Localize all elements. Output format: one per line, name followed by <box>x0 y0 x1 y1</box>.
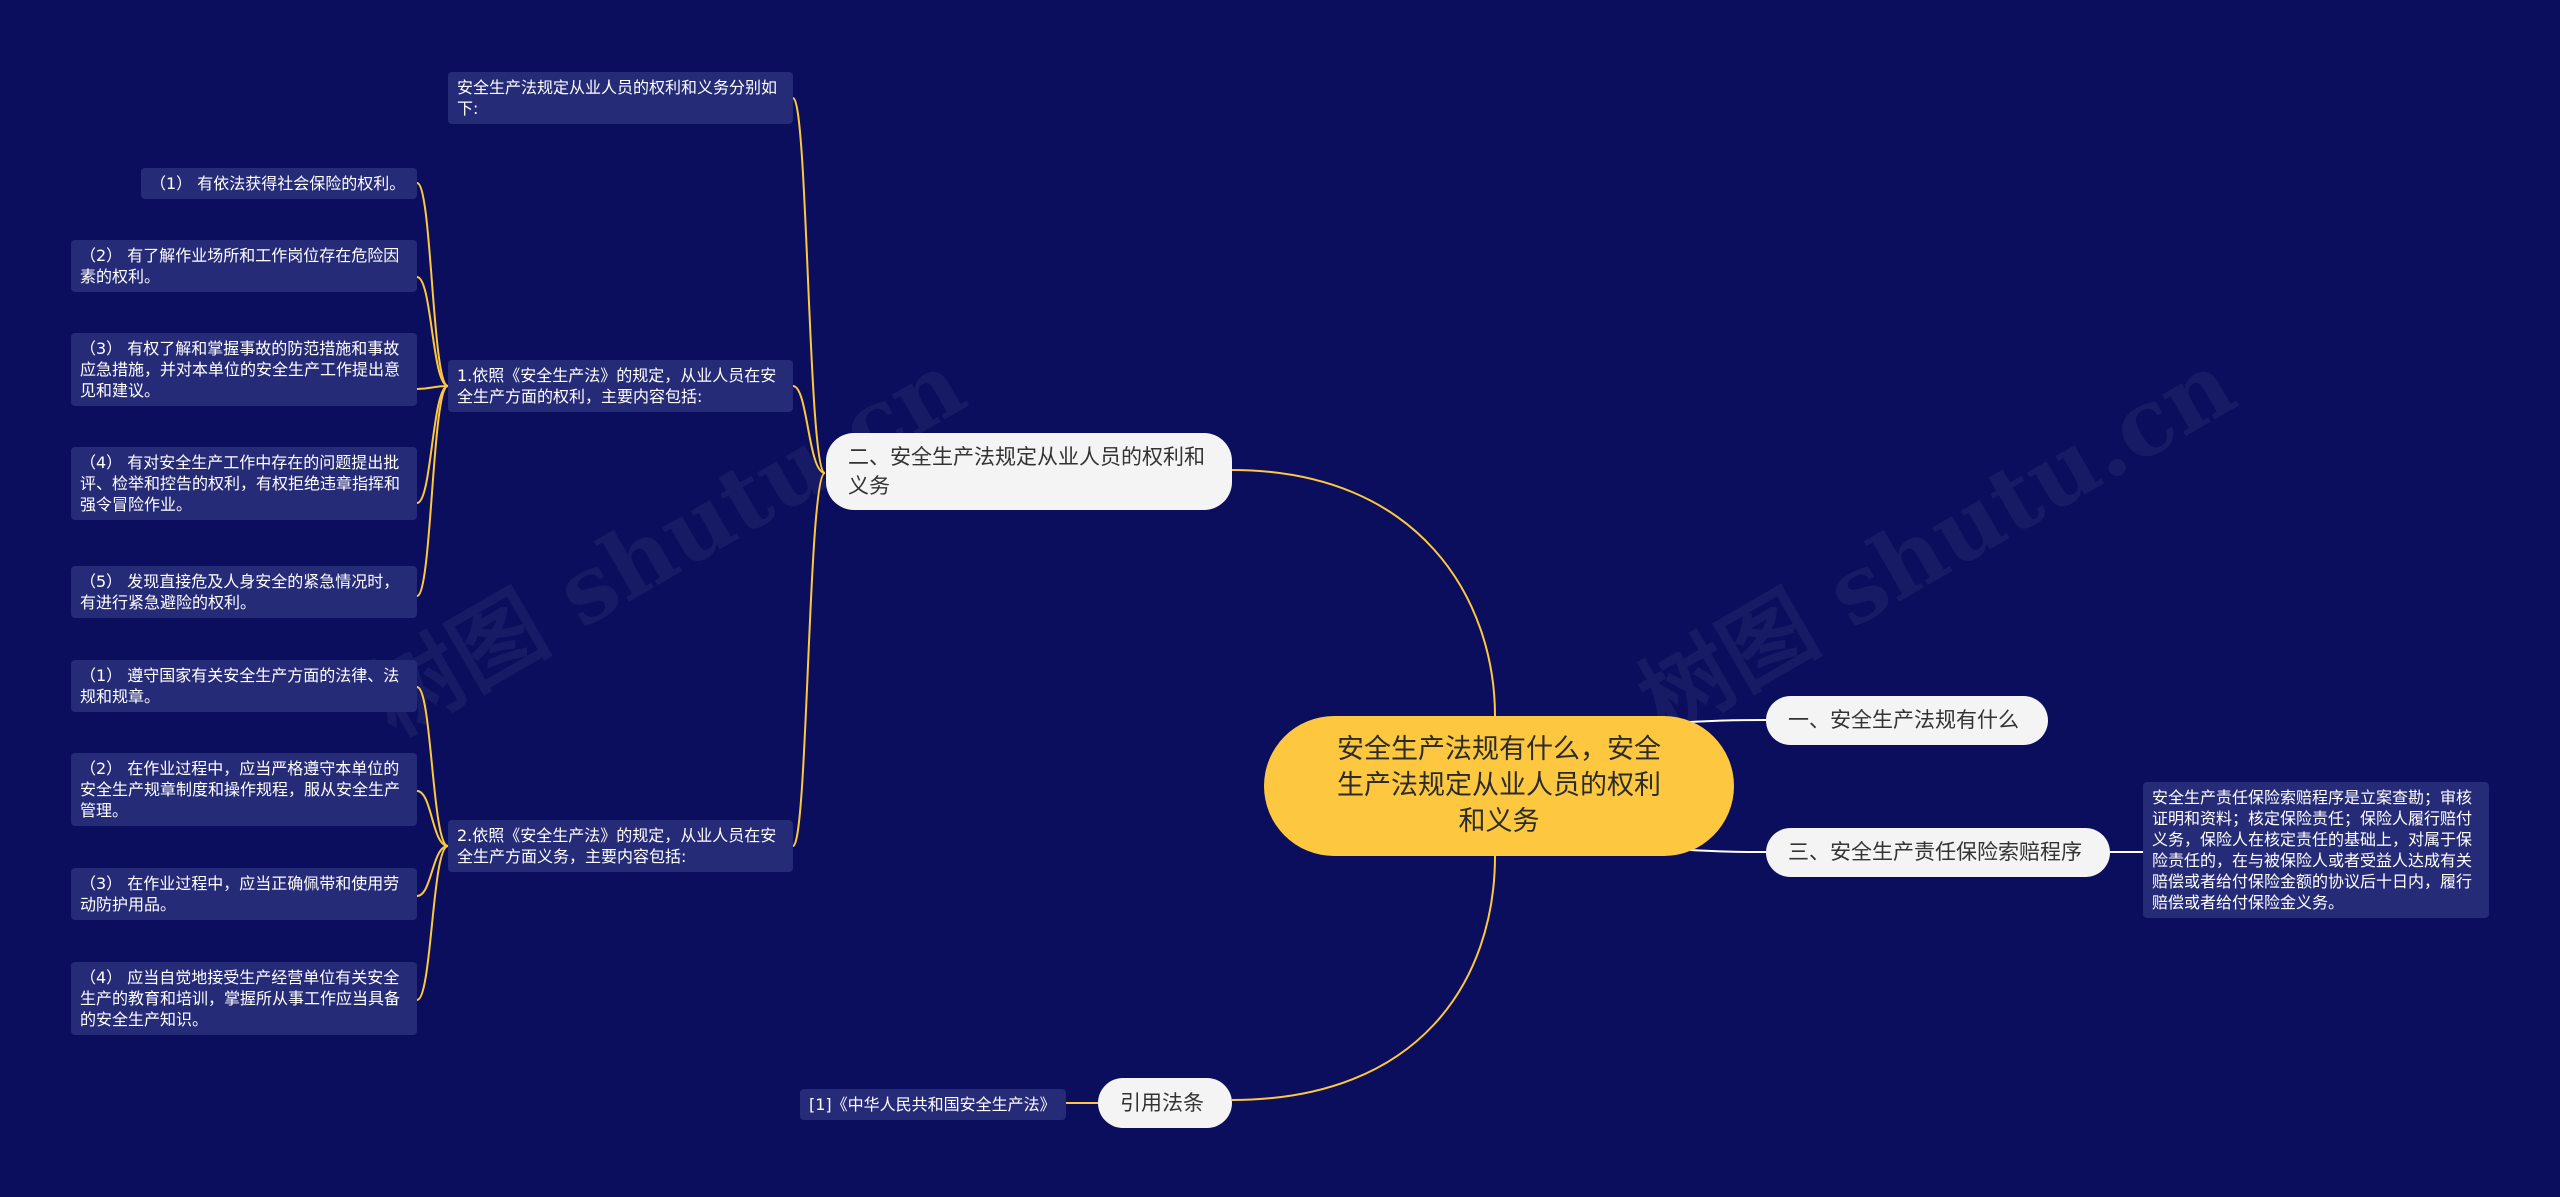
link-duties-1 <box>416 686 449 847</box>
leaf-right-2[interactable]: （2） 有了解作业场所和工作岗位存在危险因素的权利。 <box>71 240 417 292</box>
link-root-b1 <box>1689 719 1767 723</box>
leaf-right-1[interactable]: （1） 有依法获得社会保险的权利。 <box>141 168 417 199</box>
link-b2-intro <box>792 97 826 474</box>
branch-rights-duties-text: 二、安全生产法规定从业人员的权利和义务 <box>848 444 1205 498</box>
link-b2-rights <box>792 385 826 474</box>
link-rights-3 <box>416 385 449 390</box>
root-topic-text: 安全生产法规有什么，安全生产法规定从业人员的权利和义务 <box>1337 734 1661 837</box>
link-duties-2 <box>416 790 449 847</box>
link-root-b2 <box>1231 469 1496 717</box>
root-topic[interactable]: 安全生产法规有什么，安全生产法规定从业人员的权利和义务 <box>1264 716 1734 856</box>
link-rights-2 <box>416 276 449 387</box>
link-rights-1 <box>416 182 449 387</box>
leaf-reference-law[interactable]: [1]《中华人民共和国安全生产法》 <box>800 1089 1066 1120</box>
link-root-b3 <box>1689 849 1767 853</box>
link-rights-4 <box>416 385 449 504</box>
leaf-right-4[interactable]: （4） 有对安全生产工作中存在的问题提出批评、检举和控告的权利，有权拒绝违章指挥… <box>71 447 417 520</box>
leaf-duty-4[interactable]: （4） 应当自觉地接受生产经营单位有关安全生产的教育和培训，掌握所从事工作应当具… <box>71 962 417 1035</box>
branch-claims-procedure[interactable]: 三、安全生产责任保险索赔程序 <box>1766 828 2110 877</box>
leaf-rights-heading[interactable]: 1.依照《安全生产法》的规定，从业人员在安全生产方面的权利，主要内容包括: <box>448 360 793 412</box>
branch-regulations[interactable]: 一、安全生产法规有什么 <box>1766 696 2048 745</box>
leaf-duty-1[interactable]: （1） 遵守国家有关安全生产方面的法律、法规和规章。 <box>71 660 417 712</box>
leaf-duty-3[interactable]: （3） 在作业过程中，应当正确佩带和使用劳动防护用品。 <box>71 868 417 920</box>
link-rights-5 <box>416 385 449 597</box>
leaf-duty-2[interactable]: （2） 在作业过程中，应当严格遵守本单位的安全生产规章制度和操作规程，服从安全生… <box>71 753 417 826</box>
link-root-b4 <box>1231 855 1496 1101</box>
leaf-claims-detail[interactable]: 安全生产责任保险索赔程序是立案查勘；审核证明和资料；核定保险责任；保险人履行赔付… <box>2143 782 2489 918</box>
branch-rights-duties[interactable]: 二、安全生产法规定从业人员的权利和义务 <box>826 433 1232 510</box>
leaf-duties-heading[interactable]: 2.依照《安全生产法》的规定，从业人员在安全生产方面义务，主要内容包括: <box>448 820 793 872</box>
leaf-right-3[interactable]: （3） 有权了解和掌握事故的防范措施和事故应急措施，并对本单位的安全生产工作提出… <box>71 333 417 406</box>
link-duties-4 <box>416 845 449 1001</box>
branch-references[interactable]: 引用法条 <box>1098 1078 1232 1128</box>
link-duties-3 <box>416 845 449 897</box>
leaf-intro[interactable]: 安全生产法规定从业人员的权利和义务分别如下: <box>448 72 793 124</box>
branch-regulations-text: 一、安全生产法规有什么 <box>1788 708 2019 732</box>
branch-references-text: 引用法条 <box>1120 1090 1204 1115</box>
link-b2-duties <box>792 472 826 847</box>
leaf-right-5[interactable]: （5） 发现直接危及人身安全的紧急情况时，有进行紧急避险的权利。 <box>71 566 417 618</box>
branch-claims-procedure-text: 三、安全生产责任保险索赔程序 <box>1788 840 2082 864</box>
